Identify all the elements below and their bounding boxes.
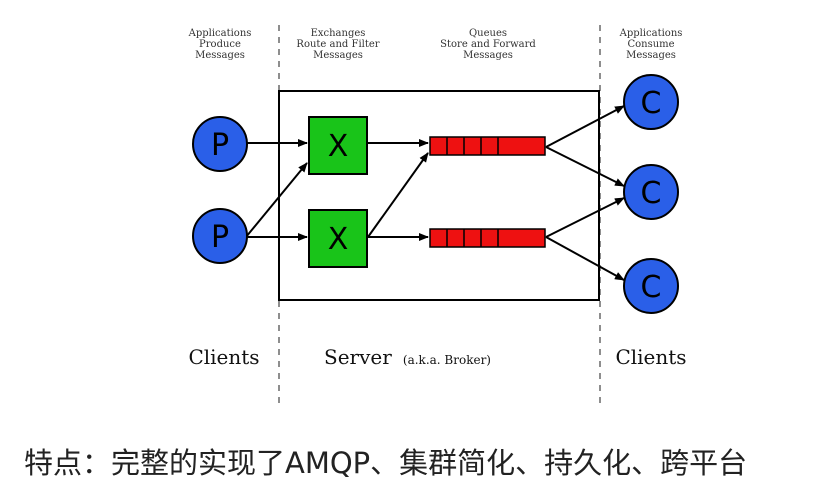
consumer-2-circle — [623, 164, 679, 220]
header-queues-line1: Queues — [469, 28, 507, 39]
exchange-2-box — [308, 209, 368, 268]
consumer-2-label: C — [641, 176, 662, 211]
header-consumers: Applications Consume Messages — [619, 28, 683, 61]
arrows — [245, 105, 625, 281]
header-exchanges-line3: Messages — [313, 50, 363, 61]
server-label-main: Server — [324, 345, 392, 369]
producer-2-label: P — [211, 220, 229, 255]
consumer-3: C — [623, 258, 679, 314]
arrow-q2-c2 — [545, 197, 625, 238]
header-queues-line3: Messages — [463, 50, 513, 61]
consumer-1-label: C — [641, 86, 662, 121]
header-exchanges: Exchanges Route and Filter Messages — [296, 28, 379, 61]
producer-1: P — [192, 116, 248, 172]
exchange-2: X — [308, 209, 368, 268]
consumer-2: C — [623, 164, 679, 220]
server-label: Server (a.k.a. Broker) — [324, 345, 491, 369]
exchange-2-label: X — [328, 222, 349, 257]
exchange-1: X — [308, 116, 368, 175]
consumer-3-circle — [623, 258, 679, 314]
arrow-q2-c3 — [545, 236, 625, 281]
header-consumers-line2: Consume — [627, 39, 674, 50]
queue-1 — [429, 136, 546, 156]
server-label-note: (a.k.a. Broker) — [403, 353, 491, 367]
arrow-x2-q1 — [367, 152, 429, 238]
header-producers-line2: Produce — [199, 39, 241, 50]
producer-1-circle — [192, 116, 248, 172]
consumer-1: C — [623, 74, 679, 130]
producer-2: P — [192, 208, 248, 264]
exchange-1-label: X — [328, 129, 349, 164]
header-exchanges-line2: Route and Filter — [296, 39, 379, 50]
header-exchanges-line1: Exchanges — [311, 28, 366, 39]
consumer-1-circle — [623, 74, 679, 130]
arrow-q1-c1 — [545, 105, 625, 148]
clients-left-label: Clients — [188, 345, 259, 369]
header-producers-line3: Messages — [195, 50, 245, 61]
queue-2 — [429, 228, 546, 248]
producer-2-circle — [192, 208, 248, 264]
queue-2-body — [429, 228, 546, 248]
header-producers-line1: Applications — [188, 28, 252, 39]
header-queues-line2: Store and Forward — [440, 39, 536, 50]
header-producers: Applications Produce Messages — [188, 28, 252, 61]
clients-right-label: Clients — [615, 345, 686, 369]
consumer-3-label: C — [641, 270, 662, 305]
arrow-q1-c2 — [545, 146, 625, 187]
producer-1-label: P — [211, 128, 229, 163]
header-consumers-line3: Messages — [626, 50, 676, 61]
header-consumers-line1: Applications — [619, 28, 683, 39]
exchange-1-box — [308, 116, 368, 175]
caption: 特点：完整的实现了AMQP、集群简化、持久化、跨平台 — [24, 446, 748, 480]
header-queues: Queues Store and Forward Messages — [440, 28, 536, 61]
queue-1-body — [429, 136, 546, 156]
arrow-p2-x1 — [245, 162, 308, 238]
